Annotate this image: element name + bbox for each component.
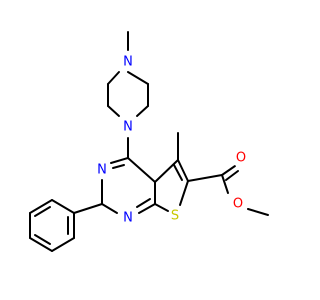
- structure-diagram: N N N N S O O: [0, 0, 300, 300]
- bond-c4-n3: [110, 157, 129, 164]
- atom-label-background: [234, 150, 248, 166]
- molecule-drawing: N N N N S O O: [0, 0, 300, 300]
- atom-o-ester: O: [233, 197, 243, 212]
- bond-n1-c7a: [138, 203, 156, 214]
- bond-ph-5: [51, 237, 75, 252]
- bond-c6-c5-inner: [173, 164, 183, 181]
- bond-ph-1: [51, 199, 75, 214]
- bond-s-c6: [179, 180, 189, 206]
- atom-n-pyrimidine-1: N: [123, 211, 133, 226]
- bond-c2-phenyl: [73, 203, 103, 214]
- atom-label-background: [122, 210, 134, 226]
- bond-c6-carbonyl: [187, 174, 223, 182]
- bond-oester-methyl: [247, 208, 269, 216]
- bond-co-double: [221, 165, 236, 176]
- atom-label-background: [122, 54, 134, 70]
- atom-o-carbonyl: O: [236, 151, 246, 166]
- atom-label-background: [169, 208, 181, 224]
- bond-c7a-s: [154, 203, 169, 212]
- bond-pip-6: [107, 71, 120, 85]
- bond-c6-c5: [177, 159, 189, 182]
- atom-label-background: [231, 196, 245, 212]
- bond-ph-2: [29, 199, 53, 214]
- atom-label-background: [122, 119, 134, 135]
- atom-label-background: [96, 162, 108, 178]
- bond-co-double-inner: [225, 170, 239, 181]
- bond-n1-c7a-inner: [136, 198, 151, 208]
- bond-pip-3: [136, 105, 149, 117]
- bond-pip-4: [107, 105, 120, 117]
- bond-c5-c3a: [154, 159, 179, 183]
- bond-ph-2-inner: [34, 206, 51, 217]
- bond-ph-4-inner: [34, 234, 51, 245]
- bond-c3a-c4: [127, 157, 156, 183]
- atom-s-thiophene: S: [171, 209, 179, 224]
- bond-c-oester: [221, 174, 229, 194]
- bond-c4-n3-inner: [112, 164, 125, 169]
- atom-n-pyrimidine-3: N: [97, 163, 107, 178]
- atom-n-piperazine-bottom: N: [123, 120, 133, 135]
- bond-c2-n1: [101, 203, 118, 214]
- bond-ph-4: [29, 237, 53, 252]
- canvas-background: [0, 0, 300, 300]
- bond-pip-1: [127, 71, 149, 85]
- atom-n-piperazine-top: N: [123, 55, 133, 70]
